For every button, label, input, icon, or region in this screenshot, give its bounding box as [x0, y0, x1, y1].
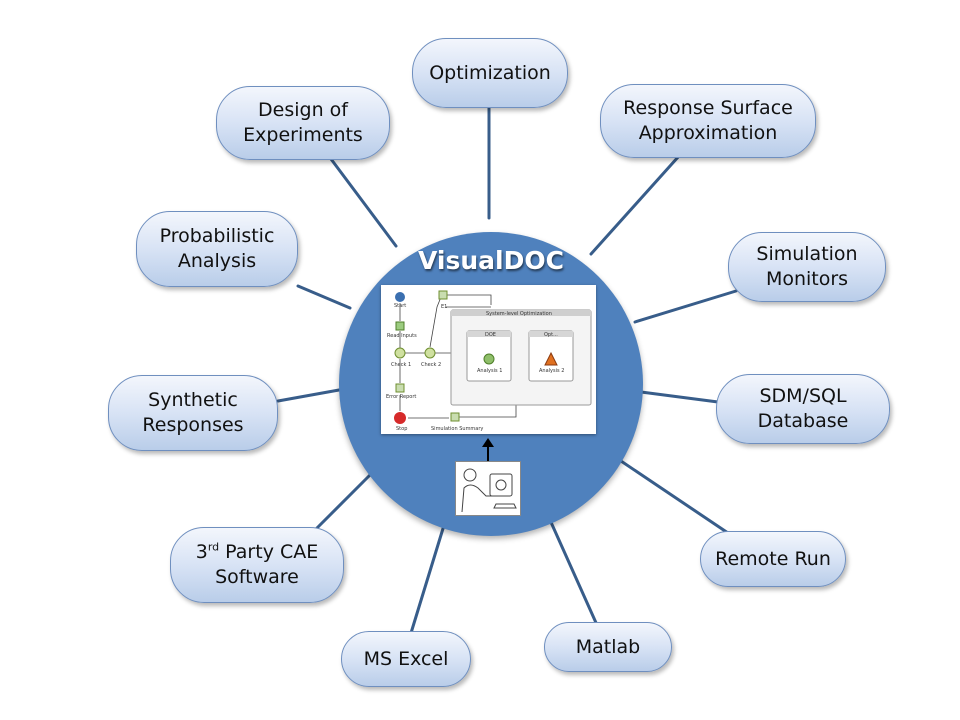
- third-party-rest: Party CAE: [219, 541, 319, 563]
- connector-third-party: [314, 468, 377, 531]
- user-arrow: [482, 438, 494, 462]
- node-optimization-line1: Optimization: [429, 61, 551, 84]
- connector-simulation-monitors: [633, 289, 738, 324]
- node-simulation-line2: Monitors: [765, 268, 849, 290]
- node-matlab: Matlab: [544, 622, 672, 672]
- node-synthetic-responses: Synthetic Responses: [108, 375, 278, 451]
- node-sdm-line2: Database: [757, 410, 849, 432]
- node-third-party-cae: 3rd Party CAE Software: [170, 527, 344, 603]
- node-simulation-monitors: Simulation Monitors: [728, 232, 886, 302]
- connector-matlab: [548, 518, 599, 627]
- read-inputs-label: Read Inputs: [387, 333, 417, 339]
- opt-label: Opt...: [544, 332, 558, 338]
- node-third-party-line1: 3rd Party CAE: [196, 540, 319, 565]
- node-ms-excel-line1: MS Excel: [363, 647, 449, 670]
- simulation-summary-label: Simulation Summary: [431, 426, 483, 432]
- check1-icon: [394, 347, 406, 359]
- read-inputs-icon: [395, 321, 405, 331]
- node-response-line1: Response Surface: [623, 97, 793, 119]
- node-remote-run-line1: Remote Run: [715, 547, 831, 570]
- connector-synthetic: [276, 388, 341, 403]
- node-simulation-line1: Simulation: [756, 243, 858, 265]
- analysis2-icon: [544, 351, 558, 366]
- connector-response-surface: [589, 154, 681, 256]
- analysis1-icon: [483, 353, 495, 365]
- check2-label: Check 2: [421, 362, 441, 368]
- node-matlab-line1: Matlab: [575, 635, 641, 658]
- connector-remote-run: [613, 455, 733, 537]
- connector-ms-excel: [409, 520, 447, 635]
- analysis2-label: Analysis 2: [539, 368, 564, 374]
- simulation-summary-icon: [450, 412, 460, 422]
- node-synthetic-line2: Responses: [142, 414, 244, 436]
- node-probabilistic-line1: Probabilistic: [159, 225, 275, 247]
- hub-title: VisualDOC: [418, 246, 564, 275]
- node-probabilistic-analysis: Probabilistic Analysis: [136, 211, 298, 287]
- connector-design-of-experiments: [329, 157, 398, 248]
- node-synthetic-line1: Synthetic: [148, 389, 238, 411]
- node-design-line1: Design of: [258, 99, 348, 121]
- node-design-of-experiments: Design of Experiments: [216, 86, 390, 160]
- node-design-line2: Experiments: [243, 124, 363, 146]
- connector-probabilistic: [296, 284, 352, 310]
- node-optimization: Optimization: [412, 38, 568, 108]
- node-response-line2: Approximation: [638, 122, 778, 144]
- connector-sdm: [639, 390, 720, 404]
- check2-icon: [424, 347, 436, 359]
- node-probabilistic-line2: Analysis: [177, 250, 257, 272]
- doe-label: DOE: [485, 332, 496, 338]
- start-icon: [395, 292, 405, 302]
- e1-icon: [438, 290, 448, 300]
- analysis1-label: Analysis 1: [477, 368, 502, 374]
- check1-label: Check 1: [391, 362, 411, 368]
- error-report-icon: [395, 383, 405, 393]
- node-ms-excel: MS Excel: [341, 631, 471, 687]
- stop-label: Stop: [396, 426, 407, 432]
- system-level-label: System-level Optimization: [486, 311, 552, 317]
- start-label: Start: [394, 303, 406, 309]
- node-sdm-sql-database: SDM/SQL Database: [716, 374, 890, 444]
- stop-icon: [394, 412, 406, 424]
- third-party-prefix: 3: [195, 541, 208, 563]
- user-at-computer-image: [455, 461, 521, 516]
- node-response-surface: Response Surface Approximation: [600, 84, 816, 158]
- node-third-party-line2: Software: [215, 566, 299, 588]
- e1-label: E1: [441, 304, 447, 310]
- node-remote-run: Remote Run: [700, 531, 846, 587]
- workflow-screenshot: System-level Optimization DOE Opt... Ana…: [381, 285, 596, 434]
- third-party-sup: rd: [207, 540, 220, 554]
- node-sdm-line1: SDM/SQL: [759, 385, 847, 407]
- error-report-label: Error Report: [386, 394, 416, 400]
